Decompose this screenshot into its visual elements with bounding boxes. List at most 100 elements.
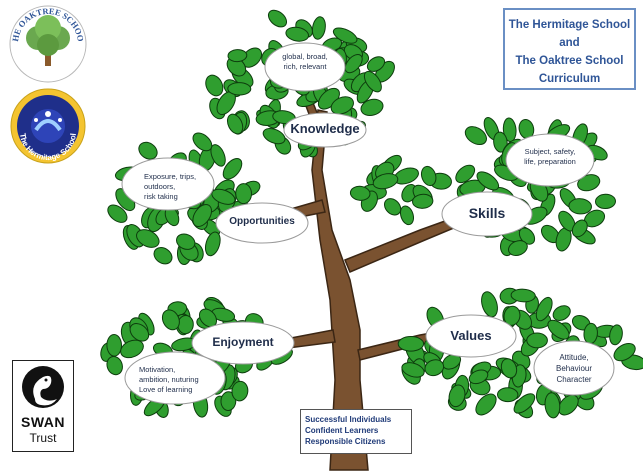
enjoyment-bubble [191,321,295,365]
skills-label: Skills [468,205,506,221]
swan-icon [22,366,64,408]
leaf [106,355,123,376]
enjoyment-desc-line-2: ambition, nuturing [139,375,199,384]
outcome-confident-learners: Confident Learners [305,426,379,435]
leaf [577,174,601,192]
leaf [455,164,476,184]
leaf [609,324,623,346]
swan-trust-logo: SWAN Trust [12,360,74,452]
leaf [153,247,173,265]
leaf [468,369,489,385]
leaf [349,185,371,201]
leaf [412,193,434,209]
leaf [363,70,382,93]
leaf [508,240,528,257]
knowledge-bubble [283,112,367,148]
opportunities-desc-line-2: outdoors, [144,182,176,191]
leaf [360,98,384,117]
leaf [372,173,399,190]
leaf [401,362,425,378]
outcome-responsible-citizens: Responsible Citizens [305,437,386,446]
leaf [366,56,386,72]
leaf [204,231,221,257]
leaf [330,96,354,115]
skills-desc-line-2: life, preparation [524,157,576,166]
leaf [220,391,237,411]
values-bubble [425,314,517,358]
skills-desc-line-1: Subject, safety, [524,147,576,156]
leaf [424,359,445,377]
leaf [535,296,553,322]
opportunities-label: Opportunities [229,216,295,227]
leaf [571,219,588,238]
swan-label: SWAN [21,414,65,430]
leaf [397,336,425,352]
leaf [613,343,636,362]
leaf [544,392,561,419]
leaf [235,183,253,205]
title-line-3: The Oaktree School [515,55,624,67]
leaf [226,113,244,135]
opportunities-description: Exposure, trips, outdoors, risk taking [144,172,224,202]
leaf [205,74,224,97]
leaf [399,205,415,226]
leaf [192,204,212,227]
leaf [526,332,548,349]
leaf [210,144,226,167]
enjoyment-label: Enjoyment [212,335,274,349]
opportunities-desc-bubble [121,157,215,211]
outcomes-box: Successful Individuals Confident Learner… [300,409,412,454]
outcome-successful-individuals: Successful Individuals [305,415,392,424]
leaf [595,193,616,210]
hermitage-school-logo: The Hermitage School [10,88,86,164]
leaf [448,384,466,408]
knowledge-label: Knowledge [290,121,360,136]
leaf [497,387,519,403]
title-line-4: Curriculum [538,73,601,85]
leaf [129,323,150,342]
leaf [493,131,508,153]
enjoyment-description: Motivation, ambition, nuturing Love of l… [139,365,219,395]
leaf [311,16,326,40]
leaf [332,27,358,44]
title-line-2: and [559,37,580,49]
knowledge-desc-bubble [264,42,346,92]
bubbles [121,42,615,405]
values-desc-line-2: Behaviour [555,364,593,373]
leaf [138,141,158,160]
values-label: Values [450,328,492,343]
skills-bubble [441,191,533,237]
opportunities-bubble [215,202,309,244]
leaf [475,393,497,416]
leaf [481,291,498,318]
leaf [558,394,579,416]
leaf [106,334,123,357]
leaf [500,358,518,379]
leaf [552,305,571,321]
leaf [161,309,180,331]
skills-description: Subject, safety, life, preparation [512,147,588,167]
leaf [227,49,248,63]
values-description: Attitude, Behaviour Character [544,352,604,385]
oaktree-school-logo: THE OAKTREE SCHOOL [0,0,87,83]
leaf [344,53,363,74]
leaf [285,26,309,42]
leaf [176,233,196,250]
leaf [568,198,592,215]
leaf [227,82,252,96]
trust-label: Trust [29,431,57,445]
leaf [136,229,160,248]
curriculum-title-box: The Hermitage School and The Oaktree Sch… [503,8,636,90]
values-desc-line-1: Attitude, [559,353,589,362]
leaf [222,158,243,180]
enjoyment-desc-line-3: Love of learning [139,385,193,394]
leaf [420,165,437,187]
leaf [510,288,536,303]
enjoyment-desc-bubble [124,351,226,405]
leaf [231,380,249,402]
title-line-1: The Hermitage School [508,19,631,31]
opportunities-desc-line-3: risk taking [144,192,178,201]
knowledge-desc-line-2: rich, relevant [283,62,327,71]
values-desc-line-3: Character [556,375,592,384]
leaf [384,198,402,216]
